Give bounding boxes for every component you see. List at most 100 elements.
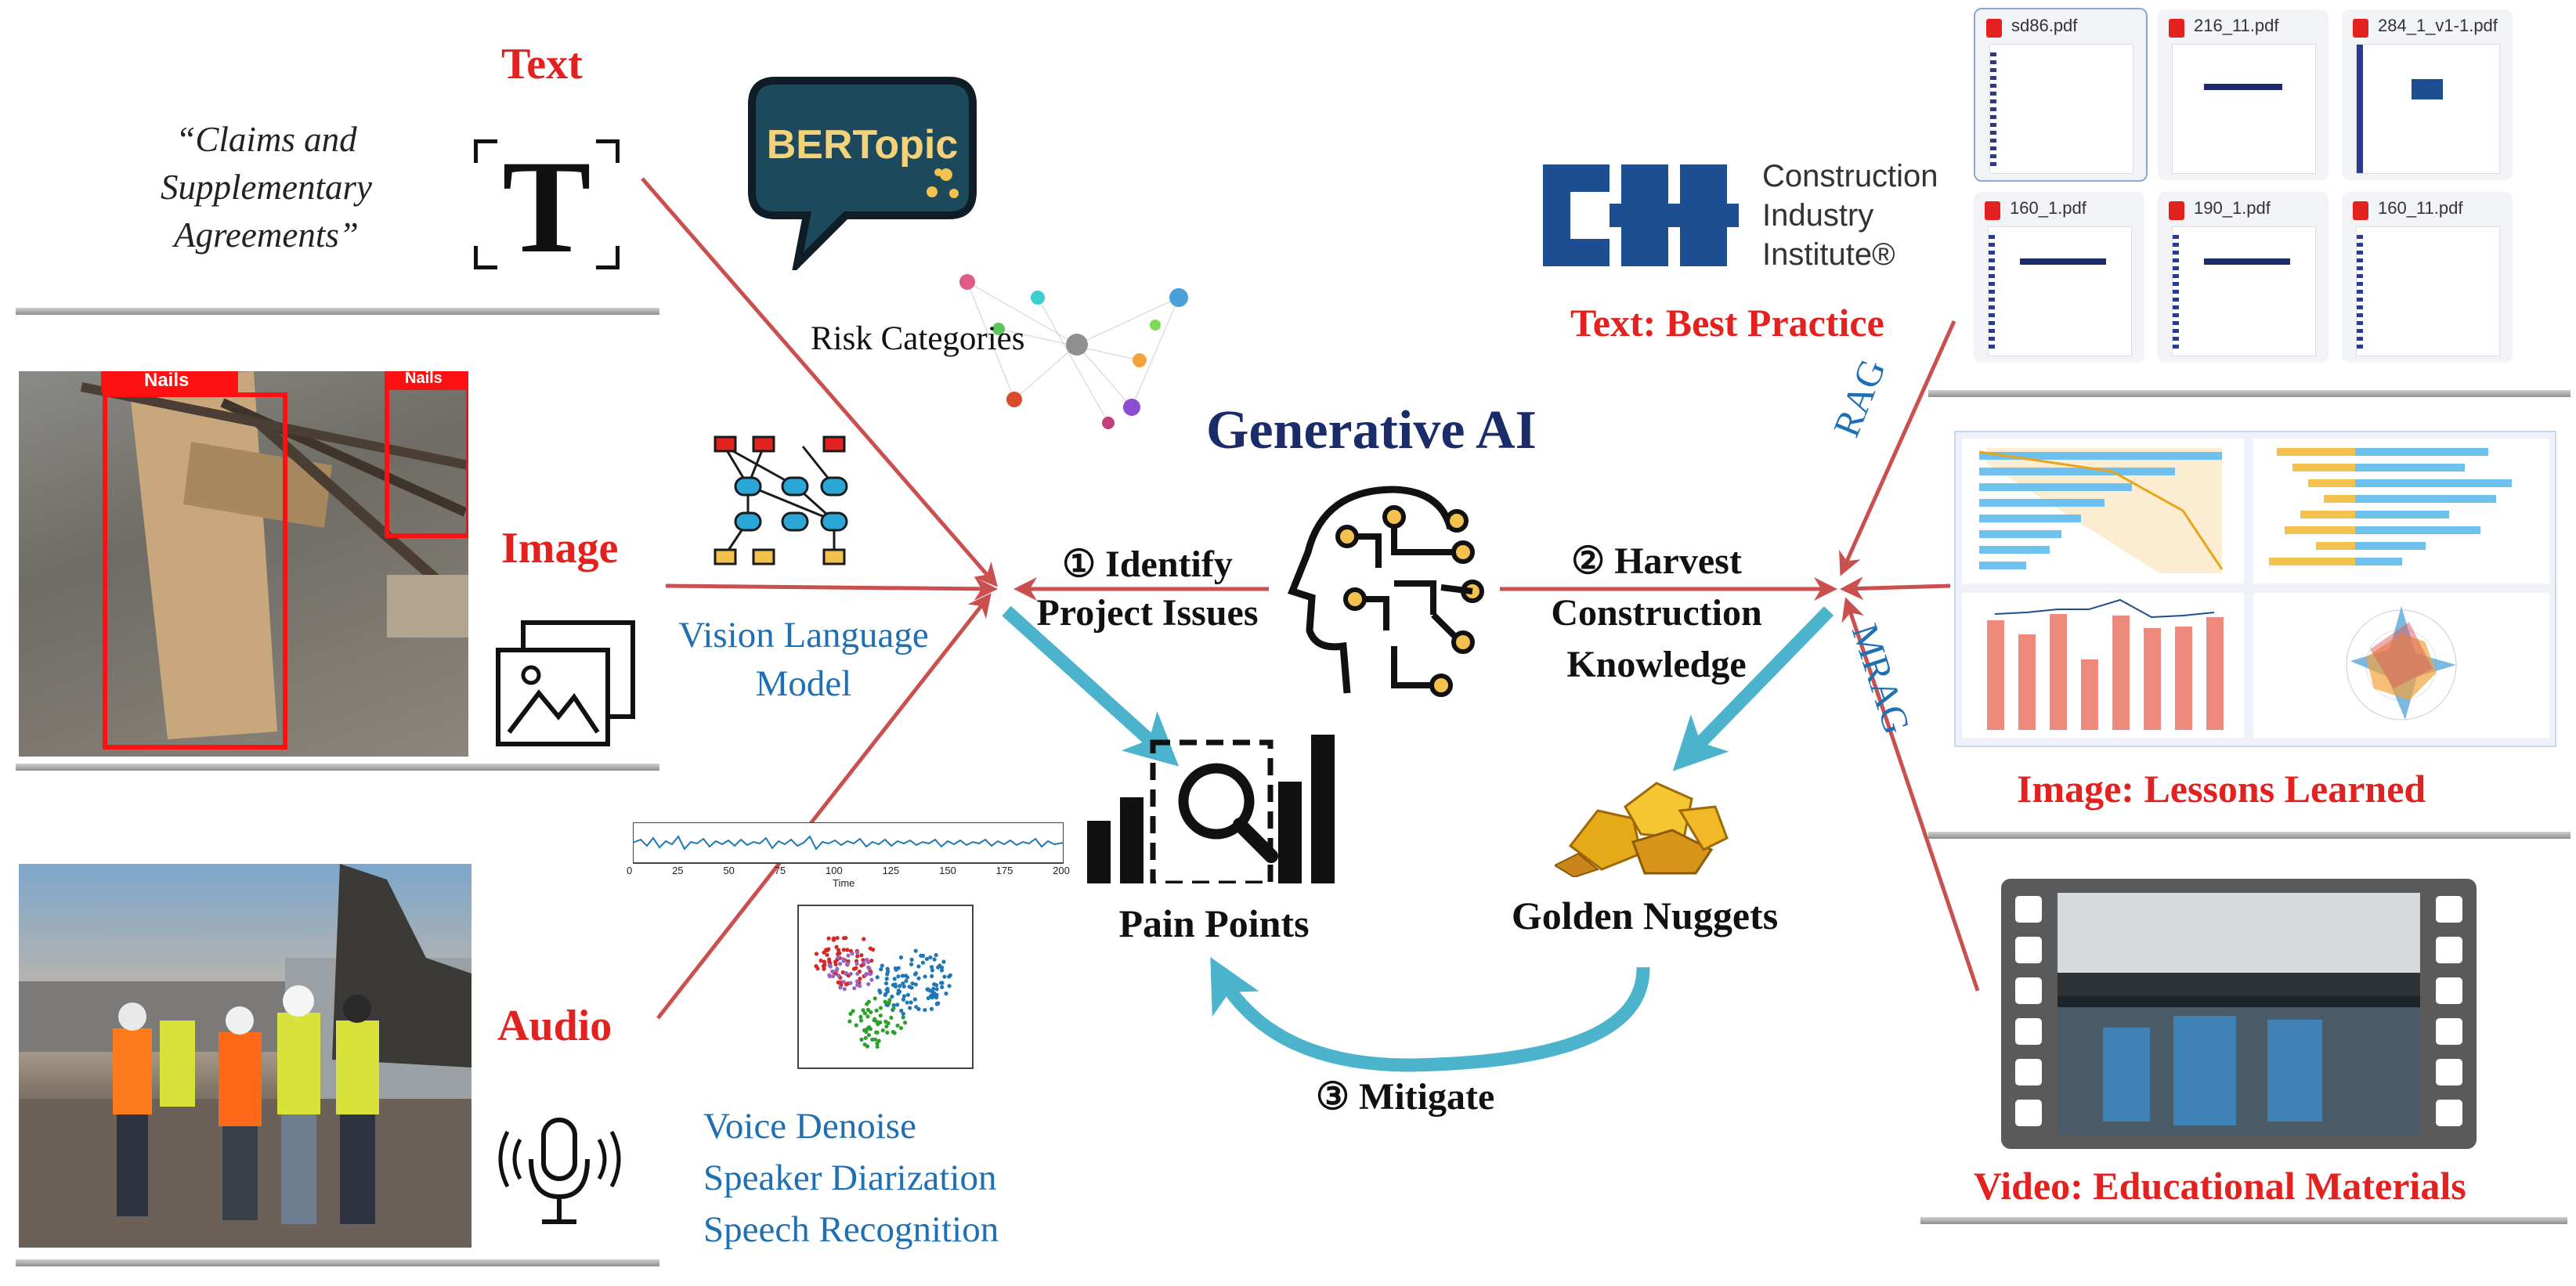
scatter-dot — [847, 1019, 852, 1024]
lessons-chart-panel — [1954, 431, 2556, 747]
scatter-dot — [827, 959, 832, 964]
pdf-icon — [1986, 19, 2002, 38]
scatter-dot — [845, 962, 851, 966]
scatter-dot — [848, 971, 853, 977]
scatter-dot — [914, 1005, 919, 1010]
film-sprocket — [2015, 896, 2042, 923]
video-source-shelf — [1920, 1217, 2567, 1224]
scatter-dot — [924, 956, 930, 961]
mitigate-label: Mitigate — [1359, 1076, 1495, 1118]
golden-nuggets-label: Golden Nuggets — [1511, 894, 1779, 937]
audio-shelf — [16, 1259, 659, 1266]
text-source-arrow — [1839, 320, 1956, 576]
pdf-page — [2356, 44, 2500, 174]
scatter-dot — [896, 966, 901, 970]
scatter-dot — [834, 945, 839, 949]
scatter-dot — [866, 965, 871, 970]
scatter-dot — [938, 981, 944, 985]
scatter-dot — [931, 986, 936, 992]
scatter-dot — [824, 948, 829, 952]
identify-num: ① — [1062, 544, 1097, 585]
text-shelf — [16, 308, 659, 315]
scatter-dot — [904, 978, 909, 984]
scatter-dot — [865, 1002, 869, 1006]
scatter-dot — [868, 972, 873, 977]
scatter-dot — [827, 963, 832, 968]
scatter-dot — [901, 1011, 905, 1017]
scatter-dot — [822, 959, 827, 964]
cii-line2: Industry — [1762, 198, 1874, 233]
scatter-dot — [899, 1008, 904, 1013]
scatter-dot — [909, 957, 914, 962]
claims-quote: “Claims and Supplementary Agreements” — [161, 120, 372, 255]
pdf-filename: 160_11.pdf — [2378, 198, 2463, 218]
scatter-dot — [877, 988, 882, 993]
microphone-icon — [498, 1118, 621, 1224]
scatter-dot — [827, 973, 832, 977]
scatter-dot — [838, 962, 843, 966]
scatter-dot — [865, 1014, 870, 1019]
scatter-dot — [885, 969, 891, 974]
pdf-card-2[interactable]: 216_11.pdf — [2158, 9, 2329, 180]
scatter-dot — [905, 1000, 909, 1005]
pdf-card-6[interactable]: 160_11.pdf — [2342, 192, 2513, 363]
scatter-dot — [890, 994, 894, 999]
audio-steps: Voice Denoise Speaker Diarization Speech… — [703, 1100, 999, 1255]
scatter-dot — [864, 971, 869, 977]
vision-language-model-label: Vision Language Model — [678, 615, 929, 704]
waveform-tick: 175 — [995, 865, 1013, 876]
pain-points-icon — [1087, 735, 1335, 883]
picture-icon — [496, 620, 635, 746]
scatter-dot — [898, 984, 902, 988]
scatter-dot — [874, 1030, 879, 1035]
scatter-dot — [893, 966, 898, 971]
pdf-filename: 160_1.pdf — [2010, 198, 2086, 218]
waveform-tick: 50 — [723, 865, 735, 876]
pdf-card-1[interactable]: sd86.pdf — [1974, 8, 2148, 182]
scatter-dot — [901, 1015, 905, 1020]
scatter-dot — [916, 976, 921, 981]
scatter-dot — [866, 981, 871, 987]
diarization-scatter — [797, 905, 974, 1069]
scatter-dot — [861, 960, 866, 965]
scatter-dot — [883, 992, 887, 997]
pdf-card-3[interactable]: 284_1_v1-1.pdf — [2342, 9, 2513, 180]
scatter-dot — [939, 968, 945, 973]
scatter-dot — [859, 963, 864, 968]
scatter-dot — [883, 999, 887, 1004]
image-source-arrow — [1840, 576, 1951, 601]
harvest-num: ② — [1571, 540, 1606, 582]
pdf-page — [2172, 226, 2316, 356]
cii-line3: Institute® — [1762, 237, 1895, 272]
scatter-dot — [814, 964, 818, 969]
scatter-dot — [855, 950, 860, 955]
image-shelf — [16, 764, 659, 771]
scatter-dot — [912, 997, 917, 1002]
svg-text:T: T — [502, 139, 591, 269]
scatter-dot — [854, 961, 859, 966]
waveform-ticks: 0 25 50 75 100 125 150 175 200 — [627, 865, 1070, 876]
cii-line1: Construction — [1762, 159, 1938, 193]
scatter-dot — [825, 952, 829, 957]
scatter-dot — [852, 986, 857, 991]
scatter-dot — [830, 974, 836, 979]
scatter-dot — [863, 1035, 868, 1040]
scatter-dot — [854, 1023, 858, 1028]
scatter-dot — [841, 936, 847, 941]
scatter-dot — [858, 976, 862, 981]
scatter-dot — [930, 974, 934, 979]
scatter-dot — [909, 962, 914, 966]
pdf-card-5[interactable]: 190_1.pdf — [2158, 192, 2329, 363]
neural-network-icon — [714, 435, 848, 565]
educational-video[interactable] — [2001, 879, 2477, 1149]
pdf-card-4[interactable]: 160_1.pdf — [1974, 192, 2144, 363]
scatter-dot — [855, 954, 860, 959]
pdf-icon — [2169, 19, 2184, 38]
waveform-tick: 200 — [1053, 865, 1070, 876]
waveform-tick: 75 — [774, 865, 786, 876]
identify-line2: Project Issues — [1036, 592, 1259, 634]
risk-categories-label: Risk Categories — [811, 320, 1025, 357]
scatter-dot — [905, 975, 910, 980]
to-pain-points-arrow — [1002, 605, 1180, 767]
